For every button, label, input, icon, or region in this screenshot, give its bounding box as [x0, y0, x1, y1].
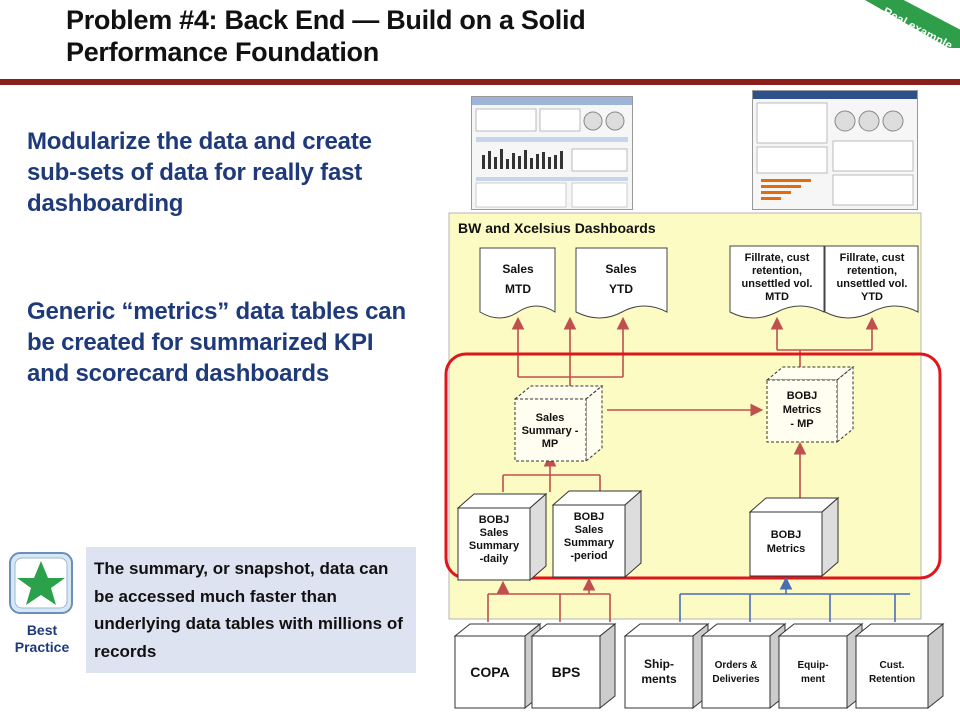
cube-label: Sales	[536, 412, 565, 424]
source-bps: BPS	[530, 622, 617, 710]
cube-sales-summary-mp: Sales Summary - MP	[513, 384, 604, 463]
source-equipment: Equip- ment	[777, 622, 864, 710]
best-practice-label: Best Practice	[14, 622, 70, 655]
cube-label: Sales	[575, 524, 604, 536]
dashboard-sales-mtd: Sales MTD	[479, 247, 556, 319]
cube-label: BOBJ	[479, 514, 510, 526]
cube-label: BOBJ	[787, 390, 818, 402]
source-label: Cust.	[880, 660, 905, 671]
dashboard-fill-mtd: Fillrate, cust retention, unsettled vol.…	[729, 245, 825, 319]
source-cust-retention: Cust. Retention	[854, 622, 945, 710]
cube-label: BOBJ	[574, 511, 605, 523]
source-label: Retention	[869, 674, 915, 685]
source-label: Orders &	[715, 660, 758, 671]
cube-label: Summary	[564, 537, 615, 549]
source-label: Deliveries	[712, 674, 760, 685]
cube-bobj-metrics: BOBJ Metrics	[748, 496, 840, 578]
source-label: Equip-	[797, 660, 828, 671]
source-label: ments	[641, 672, 677, 686]
cube-label: -daily	[480, 553, 510, 565]
cube-bobj-sales-summary-period: BOBJ Sales Summary -period	[551, 489, 643, 579]
cube-bobj-metrics-mp: BOBJ Metrics - MP	[765, 365, 855, 444]
cube-label: Sales	[480, 527, 509, 539]
cube-label: BOBJ	[771, 529, 802, 541]
dashboard-label: Sales	[605, 262, 637, 276]
cube-label: - MP	[790, 418, 813, 430]
dashboard-label: unsettled vol.	[837, 278, 908, 290]
dashboard-label: Fillrate, cust	[745, 252, 810, 264]
source-label: BPS	[552, 664, 581, 680]
real-example-ribbon: Real example	[864, 0, 960, 48]
title-divider	[0, 79, 960, 85]
cube-label: Summary	[469, 540, 520, 552]
cube-label: Metrics	[767, 543, 806, 555]
cube-label: Summary -	[522, 425, 579, 437]
slide-title: Problem #4: Back End — Build on a Solid …	[66, 5, 586, 67]
callout-box	[86, 547, 416, 673]
dashboard-label: retention,	[847, 265, 897, 277]
source-shipments: Ship- ments	[623, 622, 710, 710]
dashboard-label: YTD	[861, 291, 883, 303]
dashboard-thumbnail-metrics	[752, 90, 918, 210]
architecture-diagram: BW and Xcelsius Dashboards Sales MTD Sal…	[444, 212, 945, 710]
bullet-metrics-tables: Generic “metrics” data tables can be cre…	[27, 298, 406, 387]
dashboard-label: retention,	[752, 265, 802, 277]
dashboard-label: MTD	[505, 282, 531, 296]
dashboard-sales-ytd: Sales YTD	[575, 247, 668, 319]
source-orders-deliveries: Orders & Deliveries	[700, 622, 787, 710]
bullet-modularize: Modularize the data and create sub-sets …	[27, 128, 372, 217]
source-label: COPA	[470, 664, 509, 680]
dashboard-label: Sales	[502, 262, 534, 276]
cube-label: MP	[542, 438, 559, 450]
cube-bobj-sales-summary-daily: BOBJ Sales Summary -daily	[456, 492, 548, 582]
source-copa: COPA	[453, 622, 542, 710]
dashboard-thumbnail-sales	[471, 96, 633, 210]
callout-text: The summary, or snapshot, data can be ac…	[94, 559, 403, 661]
best-practice-star-icon	[9, 552, 73, 614]
cube-label: -period	[570, 550, 607, 562]
dashboard-label: YTD	[609, 282, 633, 296]
cube-label: Metrics	[783, 404, 822, 416]
dashboard-fill-ytd: Fillrate, cust retention, unsettled vol.…	[824, 245, 919, 319]
dashboard-label: Fillrate, cust	[840, 252, 905, 264]
source-label: Ship-	[644, 657, 674, 671]
performance-layer-highlight	[444, 352, 942, 580]
dashboard-label: unsettled vol.	[742, 278, 813, 290]
diagram-heading: BW and Xcelsius Dashboards	[458, 220, 656, 236]
source-label: ment	[801, 674, 826, 685]
dashboard-label: MTD	[765, 291, 789, 303]
